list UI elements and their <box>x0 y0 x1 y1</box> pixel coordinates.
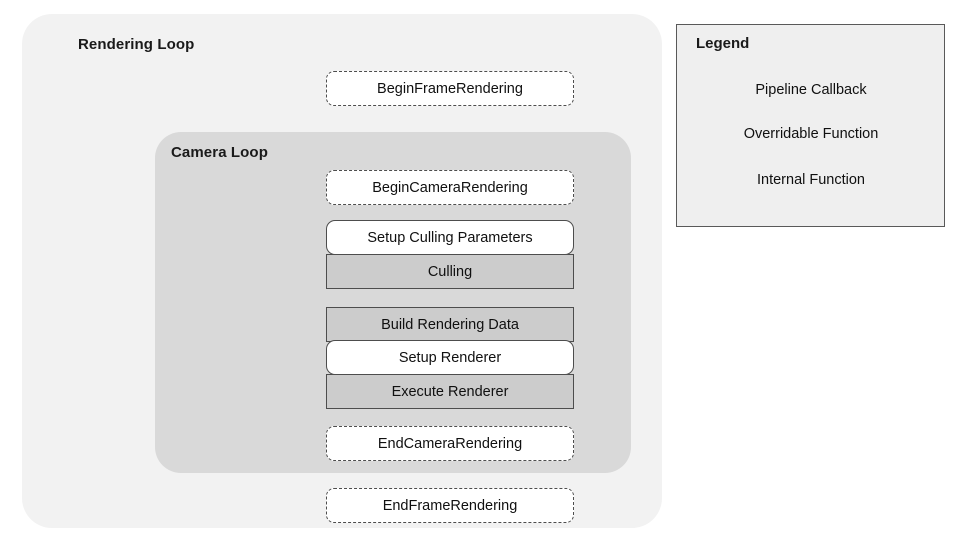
node-begin-frame-rendering[interactable]: BeginFrameRendering <box>326 71 574 106</box>
camera-loop-title: Camera Loop <box>171 144 268 161</box>
node-end-frame-rendering[interactable]: EndFrameRendering <box>326 488 574 523</box>
node-begin-camera-rendering[interactable]: BeginCameraRendering <box>326 170 574 205</box>
node-setup-culling-parameters[interactable]: Setup Culling Parameters <box>326 220 574 255</box>
legend-item-overridable-function: Overridable Function <box>743 126 879 142</box>
node-setup-renderer[interactable]: Setup Renderer <box>326 340 574 375</box>
node-end-camera-rendering[interactable]: EndCameraRendering <box>326 426 574 461</box>
legend-panel <box>676 24 945 227</box>
legend-item-pipeline-callback: Pipeline Callback <box>755 82 867 98</box>
node-build-rendering-data[interactable]: Build Rendering Data <box>326 307 574 342</box>
legend-item-internal-function: Internal Function <box>756 172 865 188</box>
rendering-loop-title: Rendering Loop <box>78 36 195 53</box>
node-execute-renderer[interactable]: Execute Renderer <box>326 374 574 409</box>
legend-title: Legend <box>696 35 750 52</box>
node-culling[interactable]: Culling <box>326 254 574 289</box>
